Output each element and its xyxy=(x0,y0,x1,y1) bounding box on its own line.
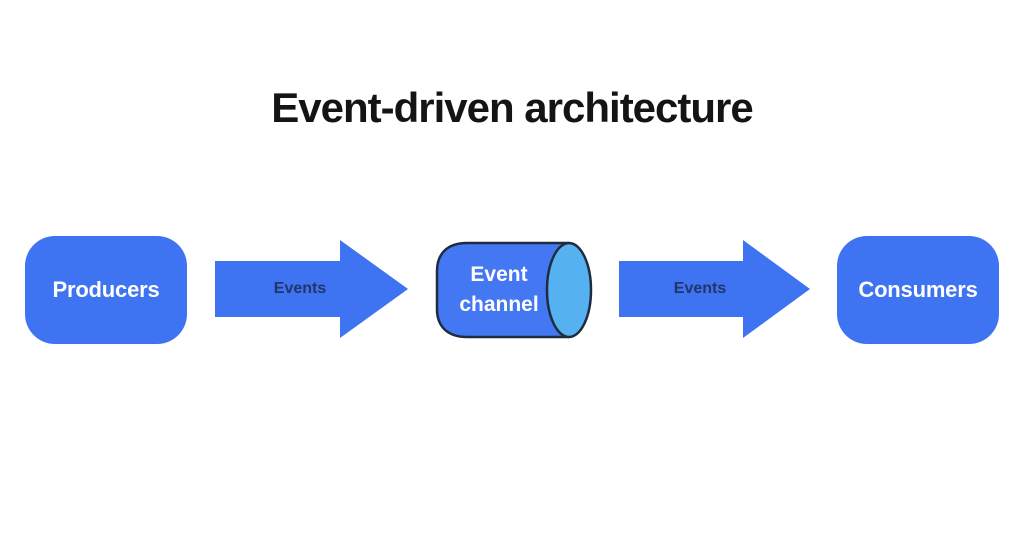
events-label-right: Events xyxy=(673,280,727,297)
consumers-label: Consumers xyxy=(858,277,978,302)
event-channel-label: Event channel xyxy=(437,250,561,330)
event-channel-label-line2: channel xyxy=(459,293,539,316)
producers-label: Producers xyxy=(52,277,160,302)
event-channel-cylinder-face xyxy=(545,241,593,339)
producers-node: Producers xyxy=(25,236,187,344)
diagram-title: Event-driven architecture xyxy=(271,84,754,131)
arrow-channel-to-consumers xyxy=(619,240,810,338)
event-channel-cylinder-body xyxy=(435,241,569,339)
events-label-left: Events xyxy=(273,280,327,297)
consumers-node: Consumers xyxy=(837,236,999,344)
arrow-producers-to-channel xyxy=(215,240,408,338)
event-channel-label-line1: Event xyxy=(470,263,528,286)
